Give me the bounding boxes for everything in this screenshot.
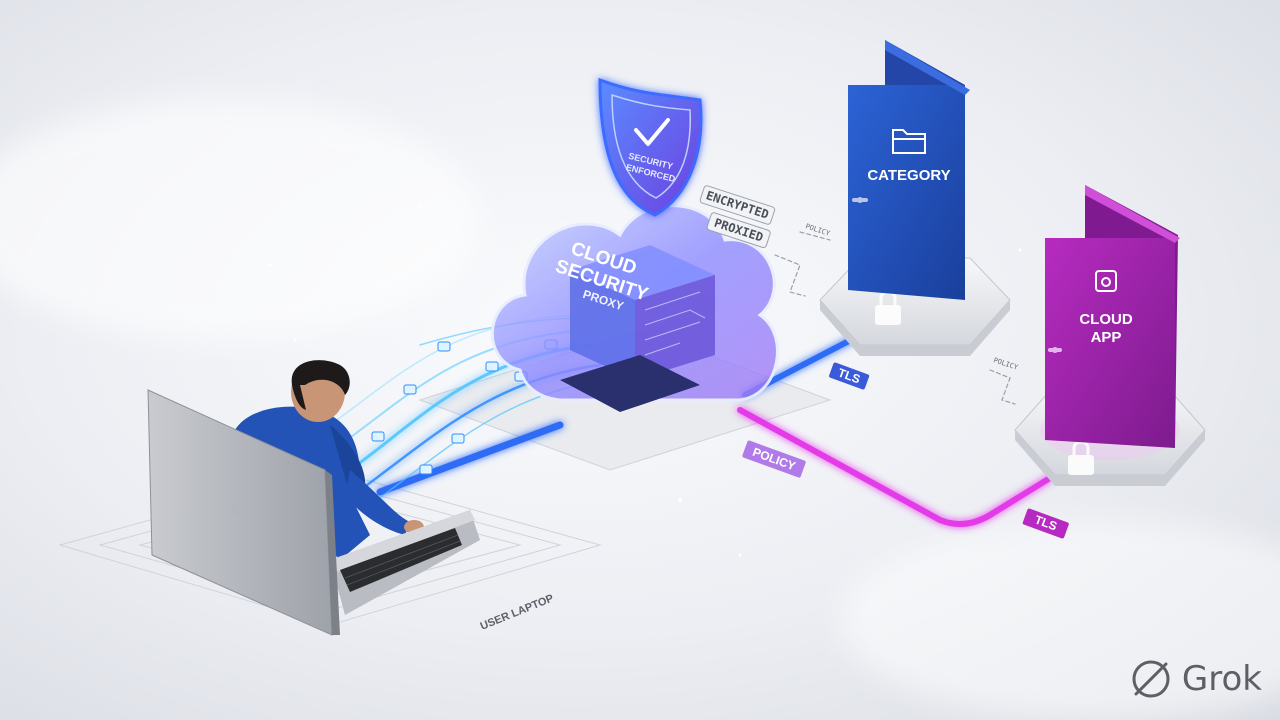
proxied-tag: PROXIED (706, 212, 771, 248)
folder-icon (892, 129, 926, 154)
user-laptop (147, 389, 480, 636)
svg-text:USER LAPTOP: USER LAPTOP (479, 592, 556, 632)
security-shield: SECURITY ENFORCED (598, 77, 703, 217)
user-to-proxy-link (376, 421, 564, 496)
user-laptop-label: USER LAPTOP (479, 592, 556, 632)
svg-text:POLICY: POLICY (751, 445, 798, 473)
cloud-security-proxy: CLOUD SECURITY PROXY (491, 204, 779, 412)
tls-tag-top: TLS (829, 362, 870, 390)
tls-tag-bottom: TLS (1022, 508, 1069, 539)
app-window-icon (1095, 270, 1117, 292)
cloudapp-label-line1: CLOUD (1079, 311, 1132, 328)
category-door-label: CATEGORY (867, 167, 950, 184)
svg-text:POLICY: POLICY (804, 222, 831, 238)
grok-watermark: Grok (1128, 656, 1262, 702)
cloud-app-door: CLOUD APP (1045, 185, 1180, 448)
grok-logo-icon (1132, 660, 1170, 698)
sparkles (268, 203, 1022, 557)
svg-text:POLICY: POLICY (992, 356, 1019, 372)
small-policy-tag-1: POLICY (804, 222, 831, 238)
small-policy-tag-2: POLICY (992, 356, 1019, 372)
svg-text:TLS: TLS (836, 366, 862, 387)
checkmark-icon (634, 118, 670, 146)
policy-tag: POLICY (742, 440, 806, 478)
watermark-text: Grok (1181, 659, 1262, 699)
category-door: CATEGORY (848, 40, 970, 300)
cloudapp-label-line2: APP (1091, 329, 1122, 346)
proxy-to-cloudapp-link (737, 407, 1053, 527)
